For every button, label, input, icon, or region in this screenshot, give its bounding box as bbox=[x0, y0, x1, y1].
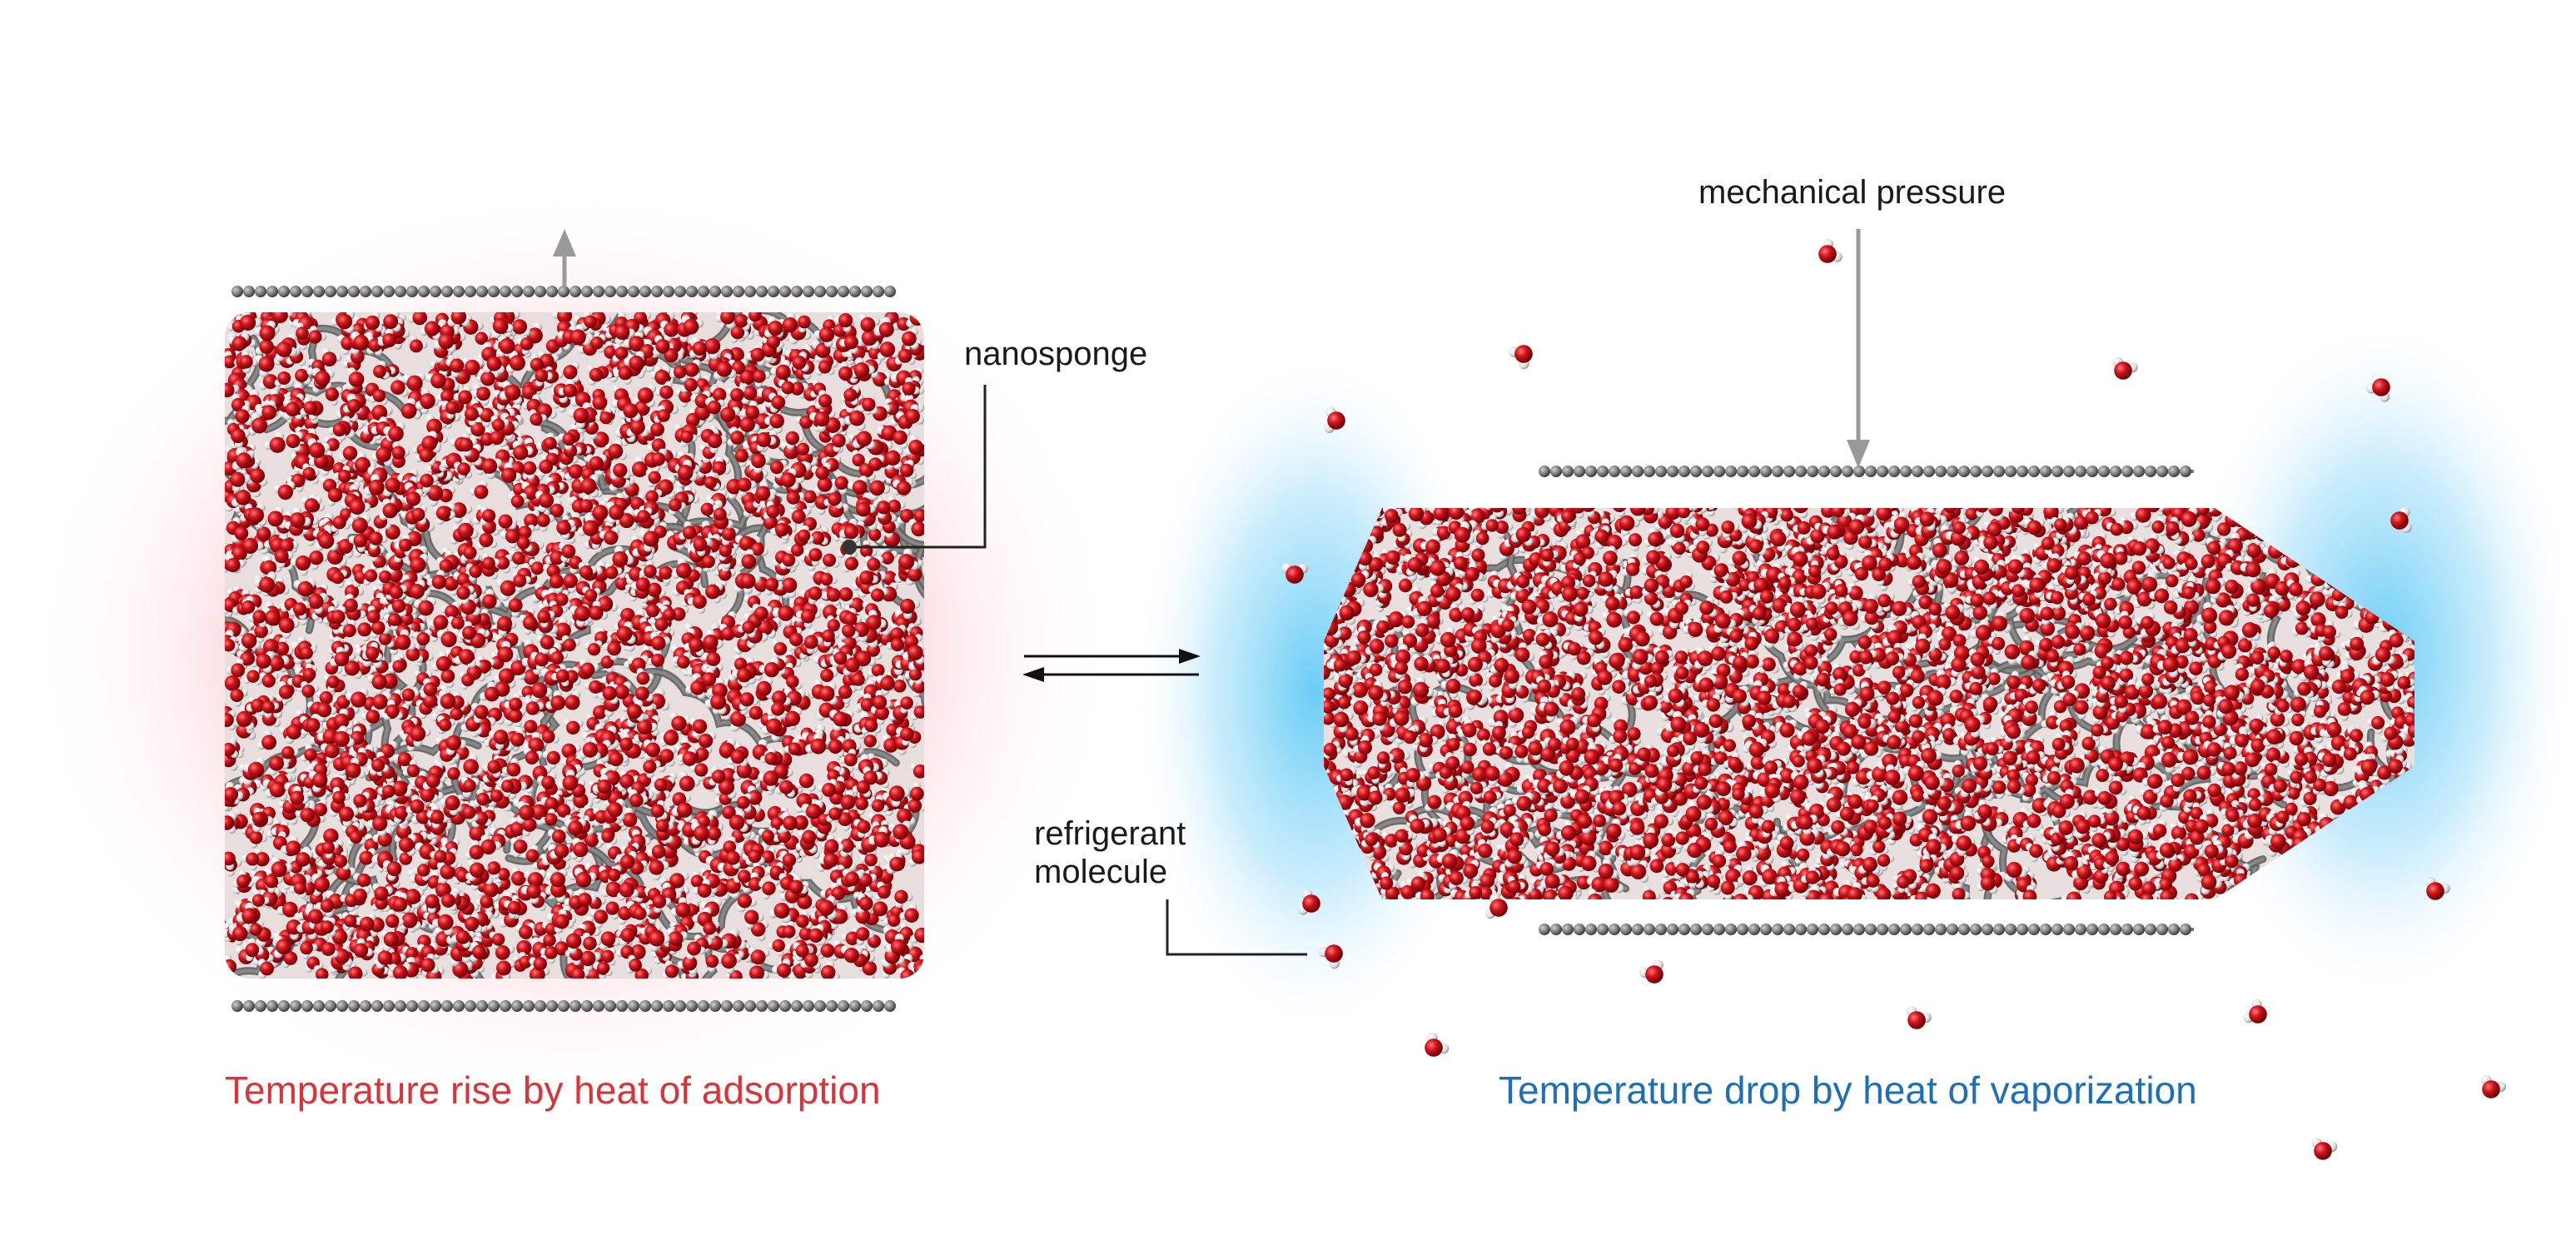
mechanical-pressure-label: mechanical pressure bbox=[1698, 174, 2007, 211]
refrigerant-label-line2: molecule bbox=[1034, 854, 1168, 890]
refrigerant-label-line1: refrigerant bbox=[1034, 815, 1186, 852]
nanosponge-leader-line bbox=[849, 385, 987, 549]
graphene-plates bbox=[231, 286, 2194, 1012]
refrigerant-leader-line bbox=[1166, 899, 1307, 956]
nanosponge-label: nanosponge bbox=[964, 336, 1148, 372]
right-molecular-cluster bbox=[1324, 508, 2414, 899]
refrigerant-molecule-label: refrigerant molecule bbox=[1034, 814, 1186, 891]
caption-adsorption: Temperature rise by heat of adsorption bbox=[225, 1068, 881, 1112]
arrow-down-icon bbox=[1847, 229, 1870, 468]
arrow-up-icon bbox=[553, 229, 576, 287]
caption-vaporization: Temperature drop by heat of vaporization bbox=[1499, 1068, 2197, 1112]
left-molecular-cluster bbox=[225, 312, 924, 979]
equilibrium-arrows-icon bbox=[1022, 649, 1201, 682]
vapor-molecules bbox=[1281, 238, 2506, 1160]
